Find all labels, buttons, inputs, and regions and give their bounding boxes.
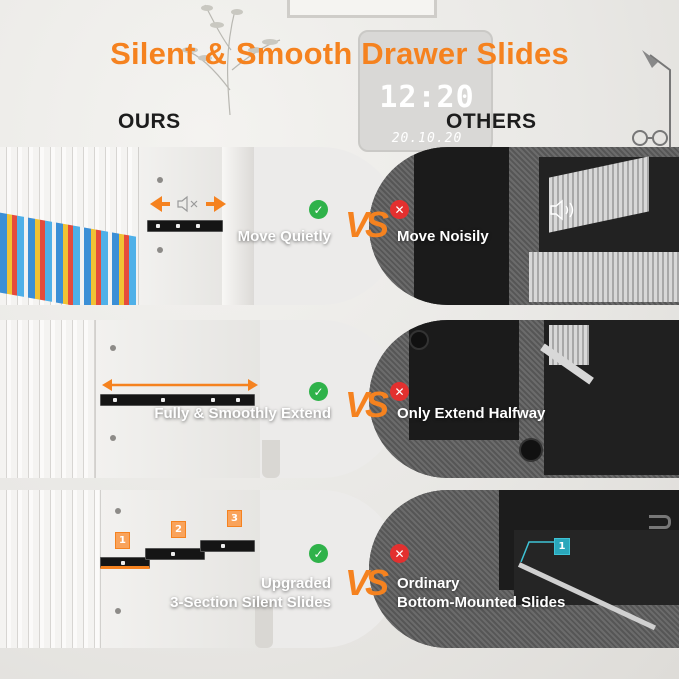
- comparison-row-extension: ✓ ✕ VS Fully & Smoothly Extend Only Exte…: [0, 320, 679, 478]
- others-panel: [369, 320, 679, 478]
- others-feature-text: Ordinary Bottom-Mounted Slides: [397, 575, 566, 611]
- check-icon: ✓: [309, 544, 328, 563]
- drawer-slide: [100, 394, 255, 406]
- ours-panel: [0, 147, 400, 305]
- page-title: Silent & Smooth Drawer Slides: [110, 36, 569, 71]
- screw: [115, 508, 121, 514]
- ours-feature-text: Upgraded 3-Section Silent Slides: [170, 575, 331, 611]
- ours-panel: [0, 320, 400, 478]
- caster-wheel: [409, 330, 429, 350]
- comparison-row-noise: ✓ ✕ VS Move Quietly Move Noisily: [0, 147, 679, 305]
- cabinet-ribs: [0, 490, 100, 648]
- section-tag-2: 2: [171, 521, 186, 538]
- section-tag-3: 3: [227, 510, 242, 527]
- screw: [157, 177, 163, 183]
- others-panel: [369, 147, 679, 305]
- drawer-handle: [649, 515, 671, 529]
- cross-icon: ✕: [390, 200, 409, 219]
- glasses-decoration: [632, 130, 668, 146]
- loud-speaker-icon: [550, 199, 574, 221]
- drawer-side: [100, 490, 260, 648]
- comparison-row-slide-type: 1 2 3 1 ✓ ✕ VS Upgraded 3-Section Silent…: [0, 490, 679, 648]
- clock-date: 20.10.20: [391, 131, 463, 146]
- cabinet-leg: [255, 600, 273, 648]
- caster-wheel: [519, 438, 543, 462]
- vs-label: VS: [344, 384, 389, 425]
- wall-frame: [287, 0, 437, 18]
- others-feature-text: Move Noisily: [397, 228, 489, 245]
- lamp-decoration: [642, 50, 671, 150]
- column-label-ours: OURS: [118, 110, 181, 133]
- files: [529, 252, 679, 302]
- drawer-slide-section-3: [200, 540, 255, 552]
- section-tag-blue-1: 1: [554, 538, 570, 555]
- screw: [110, 435, 116, 441]
- drawer-slide: [147, 220, 223, 232]
- section-tag-1: 1: [115, 532, 130, 549]
- ours-feature-text: Move Quietly: [237, 228, 331, 245]
- others-panel: 1: [369, 490, 679, 648]
- drawer-front: [222, 147, 254, 305]
- mute-speaker-icon: [150, 195, 226, 213]
- cabinet-ribs: [0, 320, 95, 478]
- screw: [157, 247, 163, 253]
- column-label-others: OTHERS: [446, 110, 537, 133]
- cross-icon: ✕: [390, 382, 409, 401]
- screw: [110, 345, 116, 351]
- black-cabinet: [414, 147, 509, 305]
- drawer-slide-section-1: [100, 557, 150, 569]
- screw: [115, 608, 121, 614]
- cross-icon: ✕: [390, 544, 409, 563]
- ours-feature-text: Fully & Smoothly Extend: [154, 405, 331, 422]
- vs-label: VS: [344, 204, 389, 245]
- clock-time: 12:20: [379, 80, 475, 115]
- cabinet-leg: [262, 440, 280, 478]
- drawer-slide-section-2: [145, 548, 205, 560]
- vs-label: VS: [344, 562, 389, 603]
- plant-decoration: [182, 4, 281, 115]
- digital-clock: [358, 30, 493, 152]
- check-icon: ✓: [309, 382, 328, 401]
- others-feature-text: Only Extend Halfway: [397, 405, 546, 422]
- double-arrow-icon: [102, 379, 258, 391]
- ours-panel: 1 2 3: [0, 490, 400, 648]
- check-icon: ✓: [309, 200, 328, 219]
